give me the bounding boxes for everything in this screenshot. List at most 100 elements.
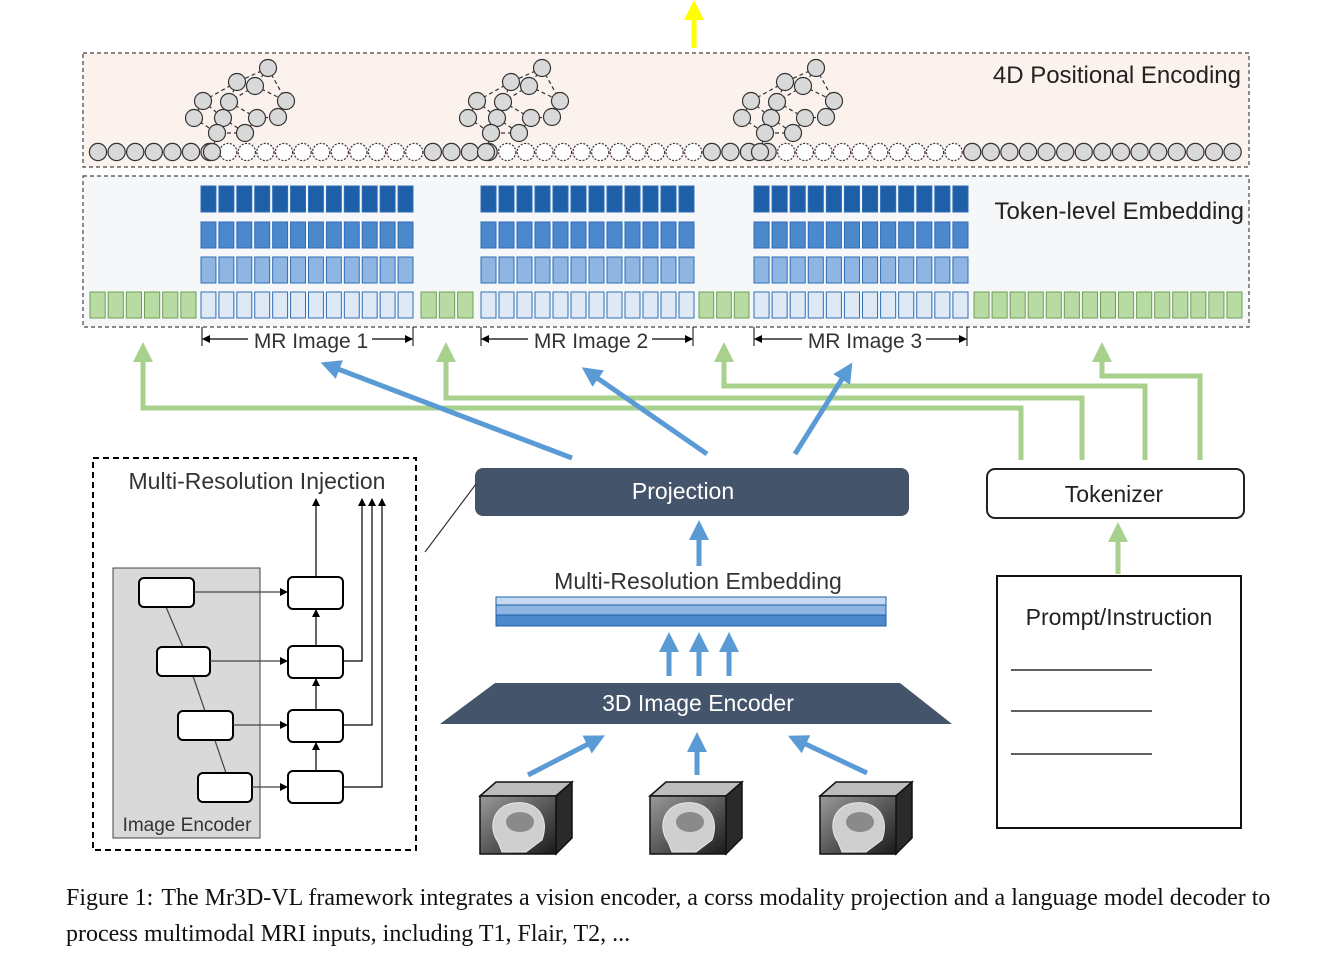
image-token	[771, 221, 788, 249]
image-token	[898, 256, 915, 284]
position-circle	[553, 142, 573, 162]
image-token	[789, 256, 806, 284]
image-token	[534, 185, 551, 213]
position-circle	[386, 142, 405, 162]
image-token	[498, 256, 515, 284]
image-token	[898, 291, 915, 319]
projection-arrows	[320, 360, 853, 461]
encoder-block-1	[138, 577, 195, 608]
text-token	[1190, 291, 1207, 319]
text-token	[144, 291, 161, 319]
image-token	[624, 291, 641, 319]
image-token	[254, 291, 271, 319]
projection-label: Projection	[632, 478, 734, 504]
text-route-1	[133, 342, 1024, 460]
image-token	[952, 221, 969, 249]
mr-image-ranges: MR Image 1 MR Image 2 MR Image 3	[201, 327, 968, 353]
image-token	[825, 256, 842, 284]
image-token	[343, 256, 360, 284]
position-circle	[1167, 142, 1187, 162]
image-token	[236, 256, 253, 284]
text-token	[1063, 291, 1080, 319]
image-token	[916, 291, 933, 319]
text-token	[89, 291, 106, 319]
positional-encoding-panel: 4D Positional Encoding	[82, 52, 1250, 168]
text-token	[1208, 291, 1225, 319]
token-embedding-panel: Token-level Embedding	[82, 175, 1250, 328]
image-token	[934, 291, 951, 319]
text-route-4	[1092, 342, 1203, 460]
position-circle	[963, 142, 982, 162]
image-token	[325, 221, 342, 249]
position-circle	[1223, 142, 1242, 162]
image-token	[624, 256, 641, 284]
image-token	[397, 256, 414, 284]
image-token	[570, 185, 587, 213]
image-token	[325, 185, 342, 213]
image-token	[753, 256, 770, 284]
image-token	[660, 221, 677, 249]
image-token	[843, 185, 861, 213]
image-token	[952, 185, 969, 213]
mr-image-label-3: MR Image 3	[808, 330, 922, 353]
image-token	[807, 291, 824, 319]
position-circle	[628, 142, 647, 162]
text-token	[1154, 291, 1171, 319]
position-circle	[367, 142, 387, 162]
image-token	[361, 221, 378, 249]
image-token	[480, 291, 497, 319]
image-token	[771, 256, 788, 284]
position-circle	[423, 142, 442, 162]
image-token	[516, 291, 533, 319]
image-token	[678, 185, 695, 213]
spatial-graph	[732, 58, 844, 162]
position-circle	[88, 142, 108, 162]
image-token	[308, 291, 324, 319]
image-token	[753, 185, 770, 213]
image-token	[606, 221, 623, 249]
image-token	[660, 256, 677, 284]
image-token	[308, 185, 324, 213]
image-token	[771, 291, 788, 319]
image-token	[272, 291, 289, 319]
image-token	[379, 185, 396, 213]
image-token	[361, 291, 378, 319]
image-token	[534, 256, 551, 284]
image-encoder-label: Image Encoder	[123, 815, 253, 836]
image-token	[480, 185, 497, 213]
position-circle	[256, 142, 275, 162]
image-token	[624, 221, 641, 249]
image-encoder-3d: 3D Image Encoder	[440, 683, 952, 724]
position-circle	[405, 142, 424, 162]
image-token	[880, 221, 897, 249]
image-token	[642, 185, 659, 213]
image-token	[290, 185, 307, 213]
text-token	[180, 291, 197, 319]
image-token	[498, 291, 515, 319]
position-circle	[498, 142, 517, 162]
image-token	[862, 256, 879, 284]
position-circle	[1055, 142, 1075, 162]
image-token	[236, 291, 253, 319]
position-circle	[925, 142, 945, 162]
text-token	[1118, 291, 1135, 319]
image-token	[200, 221, 217, 249]
prompt-instruction-box: Prompt/Instruction	[996, 575, 1242, 829]
mri-volume-2	[648, 780, 744, 856]
image-token	[843, 256, 861, 284]
image-token	[552, 221, 569, 249]
image-token	[678, 221, 695, 249]
image-token	[498, 221, 515, 249]
image-token	[898, 221, 915, 249]
image-token	[825, 291, 842, 319]
mri-to-encoder-arrows	[526, 732, 869, 778]
image-token	[254, 185, 271, 213]
image-token	[880, 185, 897, 213]
image-token	[361, 185, 378, 213]
text-token	[107, 291, 124, 319]
text-token	[162, 291, 179, 319]
image-token	[343, 221, 360, 249]
image-token	[552, 291, 569, 319]
image-token	[660, 291, 677, 319]
image-token	[200, 256, 217, 284]
